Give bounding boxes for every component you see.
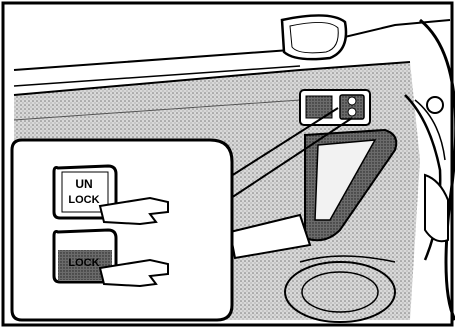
lock-label: LOCK [68, 257, 99, 269]
unlock-label-line1: UN [75, 177, 92, 191]
side-mirror [282, 15, 346, 59]
door-lock-switch [300, 90, 370, 125]
unlock-label-line2: LOCK [68, 194, 99, 206]
lock-switch-inset: UN LOCK LOCK [12, 140, 232, 320]
